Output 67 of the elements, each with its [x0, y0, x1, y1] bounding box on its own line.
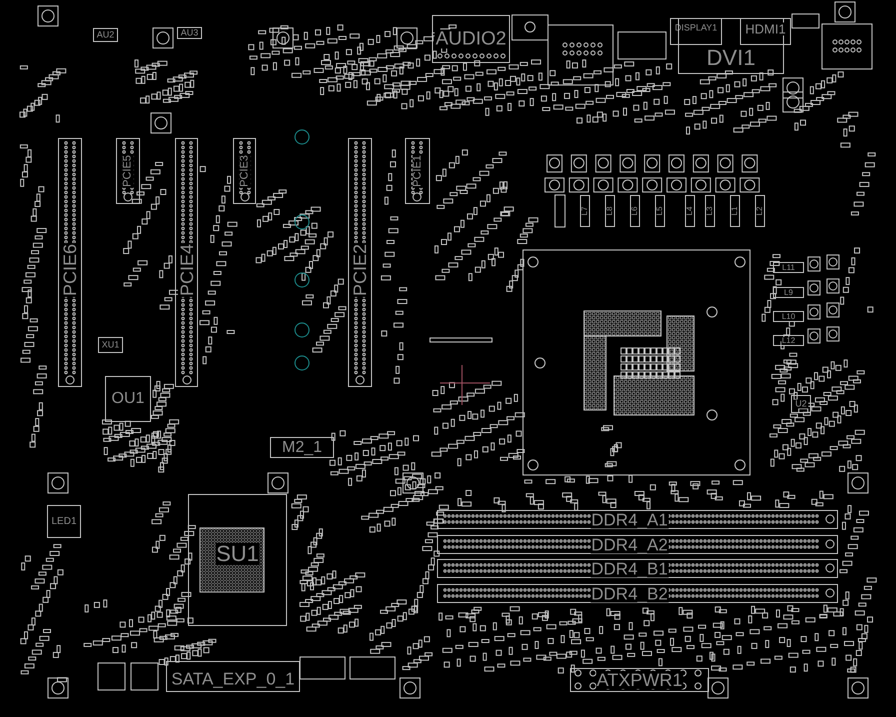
power-connector-footprint	[570, 668, 709, 692]
chip-footprint	[105, 376, 151, 422]
chip-footprint	[98, 337, 123, 353]
audio-jack-footprint	[432, 15, 510, 63]
component-label: DDR4_B2	[590, 585, 669, 602]
component-label: PCIE2	[351, 242, 369, 297]
sata-connector-footprint	[166, 661, 300, 692]
memory-slot	[437, 584, 838, 603]
component-label: L7	[581, 206, 589, 216]
component-label: DDR4_B1	[590, 560, 669, 577]
pcie-slot	[405, 138, 430, 204]
chipset-footprint	[188, 494, 287, 626]
inductor-footprint	[630, 195, 640, 227]
inductor-footprint	[655, 195, 665, 227]
inductor-footprint	[605, 195, 615, 227]
component-label: AU2	[96, 30, 116, 40]
pcie-slot	[116, 138, 140, 204]
hdmi-port-footprint	[740, 18, 791, 45]
component-label: L11	[781, 264, 796, 272]
component-label: L8	[606, 206, 614, 216]
component-label: L12	[780, 336, 796, 344]
pcie-slot	[233, 138, 256, 204]
pcie-slot	[348, 138, 372, 387]
component-label: PCIE4	[178, 242, 196, 297]
chip-footprint	[93, 28, 118, 42]
inductor-footprint	[685, 195, 695, 227]
component-label: AUDIO2	[434, 30, 508, 48]
inductor-footprint	[580, 195, 590, 227]
component-label: L5	[656, 206, 664, 216]
component-label: ATXPWR1	[596, 671, 684, 689]
inductor-footprint	[773, 311, 804, 322]
inductor-footprint	[730, 195, 740, 227]
memory-slot	[437, 535, 838, 554]
component-label: U2	[794, 400, 808, 408]
component-label: PCIE6	[61, 242, 79, 297]
component-label: SATA_EXP_0_1	[170, 670, 296, 688]
inductor-footprint	[705, 195, 715, 227]
component-label: L6	[631, 206, 639, 216]
component-label: L3	[706, 206, 714, 216]
pcie-slot	[58, 138, 82, 387]
component-label: L4	[686, 206, 694, 216]
m2-slot-footprint	[270, 437, 334, 458]
component-label: AU3	[180, 28, 200, 38]
inductor-footprint	[755, 195, 765, 227]
chip-footprint	[791, 395, 811, 413]
component-label: L10	[780, 312, 796, 320]
component-label: SU1	[215, 542, 260, 564]
memory-slot	[437, 559, 838, 578]
component-label: DDR4_A2	[590, 536, 669, 553]
memory-slot	[437, 510, 838, 529]
inductor-footprint	[773, 287, 804, 298]
component-label: XU1	[100, 340, 120, 350]
component-label: PCIE5	[122, 154, 134, 188]
component-label: DDR4_A1	[590, 511, 669, 528]
component-label: HDMI1	[744, 22, 787, 36]
inductor-footprint	[773, 262, 804, 273]
component-label: L9	[783, 288, 794, 296]
component-label: PCIE1	[412, 154, 423, 188]
inductor-footprint	[773, 335, 804, 346]
component-label: L2	[756, 206, 764, 216]
component-label: LED1	[50, 516, 78, 526]
component-label: L1	[731, 206, 739, 216]
pcie-slot	[175, 138, 198, 387]
component-label: M2_1	[280, 440, 324, 456]
component-label: PCIE3	[239, 154, 250, 188]
chip-footprint	[177, 27, 202, 39]
led-footprint	[47, 505, 81, 538]
